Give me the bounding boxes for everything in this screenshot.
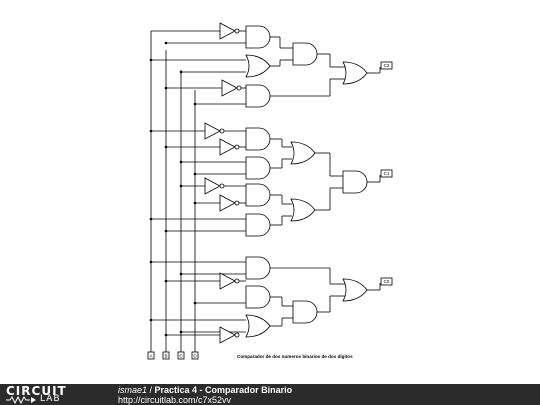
not-gate	[204, 177, 221, 195]
project-title: Practica 4 - Comparador Binario	[154, 385, 293, 395]
junction-dot	[149, 217, 153, 221]
not-gate	[204, 122, 221, 140]
junction-dot	[179, 184, 183, 188]
or-gate	[245, 314, 271, 338]
input-pin-label: B	[164, 354, 167, 359]
output-pin-c2	[380, 61, 393, 70]
not-bubble	[219, 128, 225, 134]
junction-dot	[164, 333, 168, 337]
and-gate	[245, 156, 271, 180]
junction-dot	[179, 160, 183, 164]
or-gate	[342, 278, 368, 302]
not-bubble	[219, 183, 225, 189]
junction-dot	[164, 86, 168, 90]
logo-wave-icon	[6, 396, 36, 404]
output-pin-label: C0	[384, 279, 390, 284]
and-gate	[292, 42, 318, 66]
diagram-caption: Comparador de dos numeros binarios de do…	[237, 354, 353, 359]
input-pin-c	[177, 351, 185, 360]
not-gate	[219, 326, 236, 344]
and-gate	[245, 25, 271, 49]
author-name[interactable]: ismae1	[118, 385, 148, 395]
not-bubble	[234, 332, 240, 338]
or-gate	[342, 61, 368, 85]
gates	[147, 22, 393, 360]
output-pin-label: C1	[384, 171, 390, 176]
junction-dot	[149, 260, 153, 264]
junction-dot	[149, 58, 153, 62]
circuitlab-logo: CIRCUIT LAB	[6, 385, 92, 404]
input-pin-label: D	[193, 354, 197, 359]
footer-bar: CIRCUIT LAB ismae1 / Practica 4 - Compar…	[0, 384, 540, 405]
input-pin-label: C	[179, 354, 183, 359]
junction-dot	[193, 201, 197, 205]
junction-dot	[164, 229, 168, 233]
and-gate	[292, 300, 318, 324]
junction-dot	[164, 279, 168, 283]
junction-dot	[179, 330, 183, 334]
not-gate	[219, 194, 236, 212]
output-pin-c0	[380, 277, 393, 286]
wires	[150, 30, 381, 352]
input-pin-d	[191, 351, 199, 360]
and-gate	[342, 170, 368, 194]
not-bubble	[234, 200, 240, 206]
not-gate	[219, 138, 236, 156]
not-bubble	[234, 28, 240, 34]
junction-dot	[179, 272, 183, 276]
junction-dot	[193, 102, 197, 106]
project-url[interactable]: http://circuitlab.com/c7x52vv	[118, 395, 232, 405]
junction-dot	[193, 172, 197, 176]
junction-dot	[164, 145, 168, 149]
and-gate	[245, 183, 271, 207]
input-pin-label: A	[149, 354, 152, 359]
output-pin-c1	[380, 169, 393, 178]
junction-dot	[149, 318, 153, 322]
and-gate	[245, 127, 271, 151]
input-pin-b	[162, 351, 170, 360]
and-gate	[245, 256, 271, 280]
and-gate	[245, 84, 271, 108]
not-gate	[219, 22, 236, 40]
not-gate	[219, 272, 236, 290]
and-gate	[245, 213, 271, 237]
not-bubble	[234, 278, 240, 284]
or-gate	[245, 54, 271, 78]
and-gate	[245, 285, 271, 309]
logo-text-top: CIRCUIT	[6, 384, 67, 398]
junction-dot	[164, 41, 168, 45]
or-gate	[290, 198, 316, 222]
title-separator: /	[147, 385, 155, 395]
junction-dot	[179, 70, 183, 74]
output-pin-label: C2	[384, 63, 390, 68]
project-title-line: ismae1 / Practica 4 - Comparador Binario	[118, 385, 292, 395]
logo-text-bottom: LAB	[40, 394, 61, 404]
input-pin-a	[147, 351, 155, 360]
not-bubble	[234, 144, 240, 150]
junctions	[149, 41, 197, 337]
not-bubble	[236, 85, 242, 91]
junction-dot	[149, 129, 153, 133]
or-gate	[290, 141, 316, 165]
junction-dot	[193, 301, 197, 305]
not-gate	[221, 79, 238, 97]
